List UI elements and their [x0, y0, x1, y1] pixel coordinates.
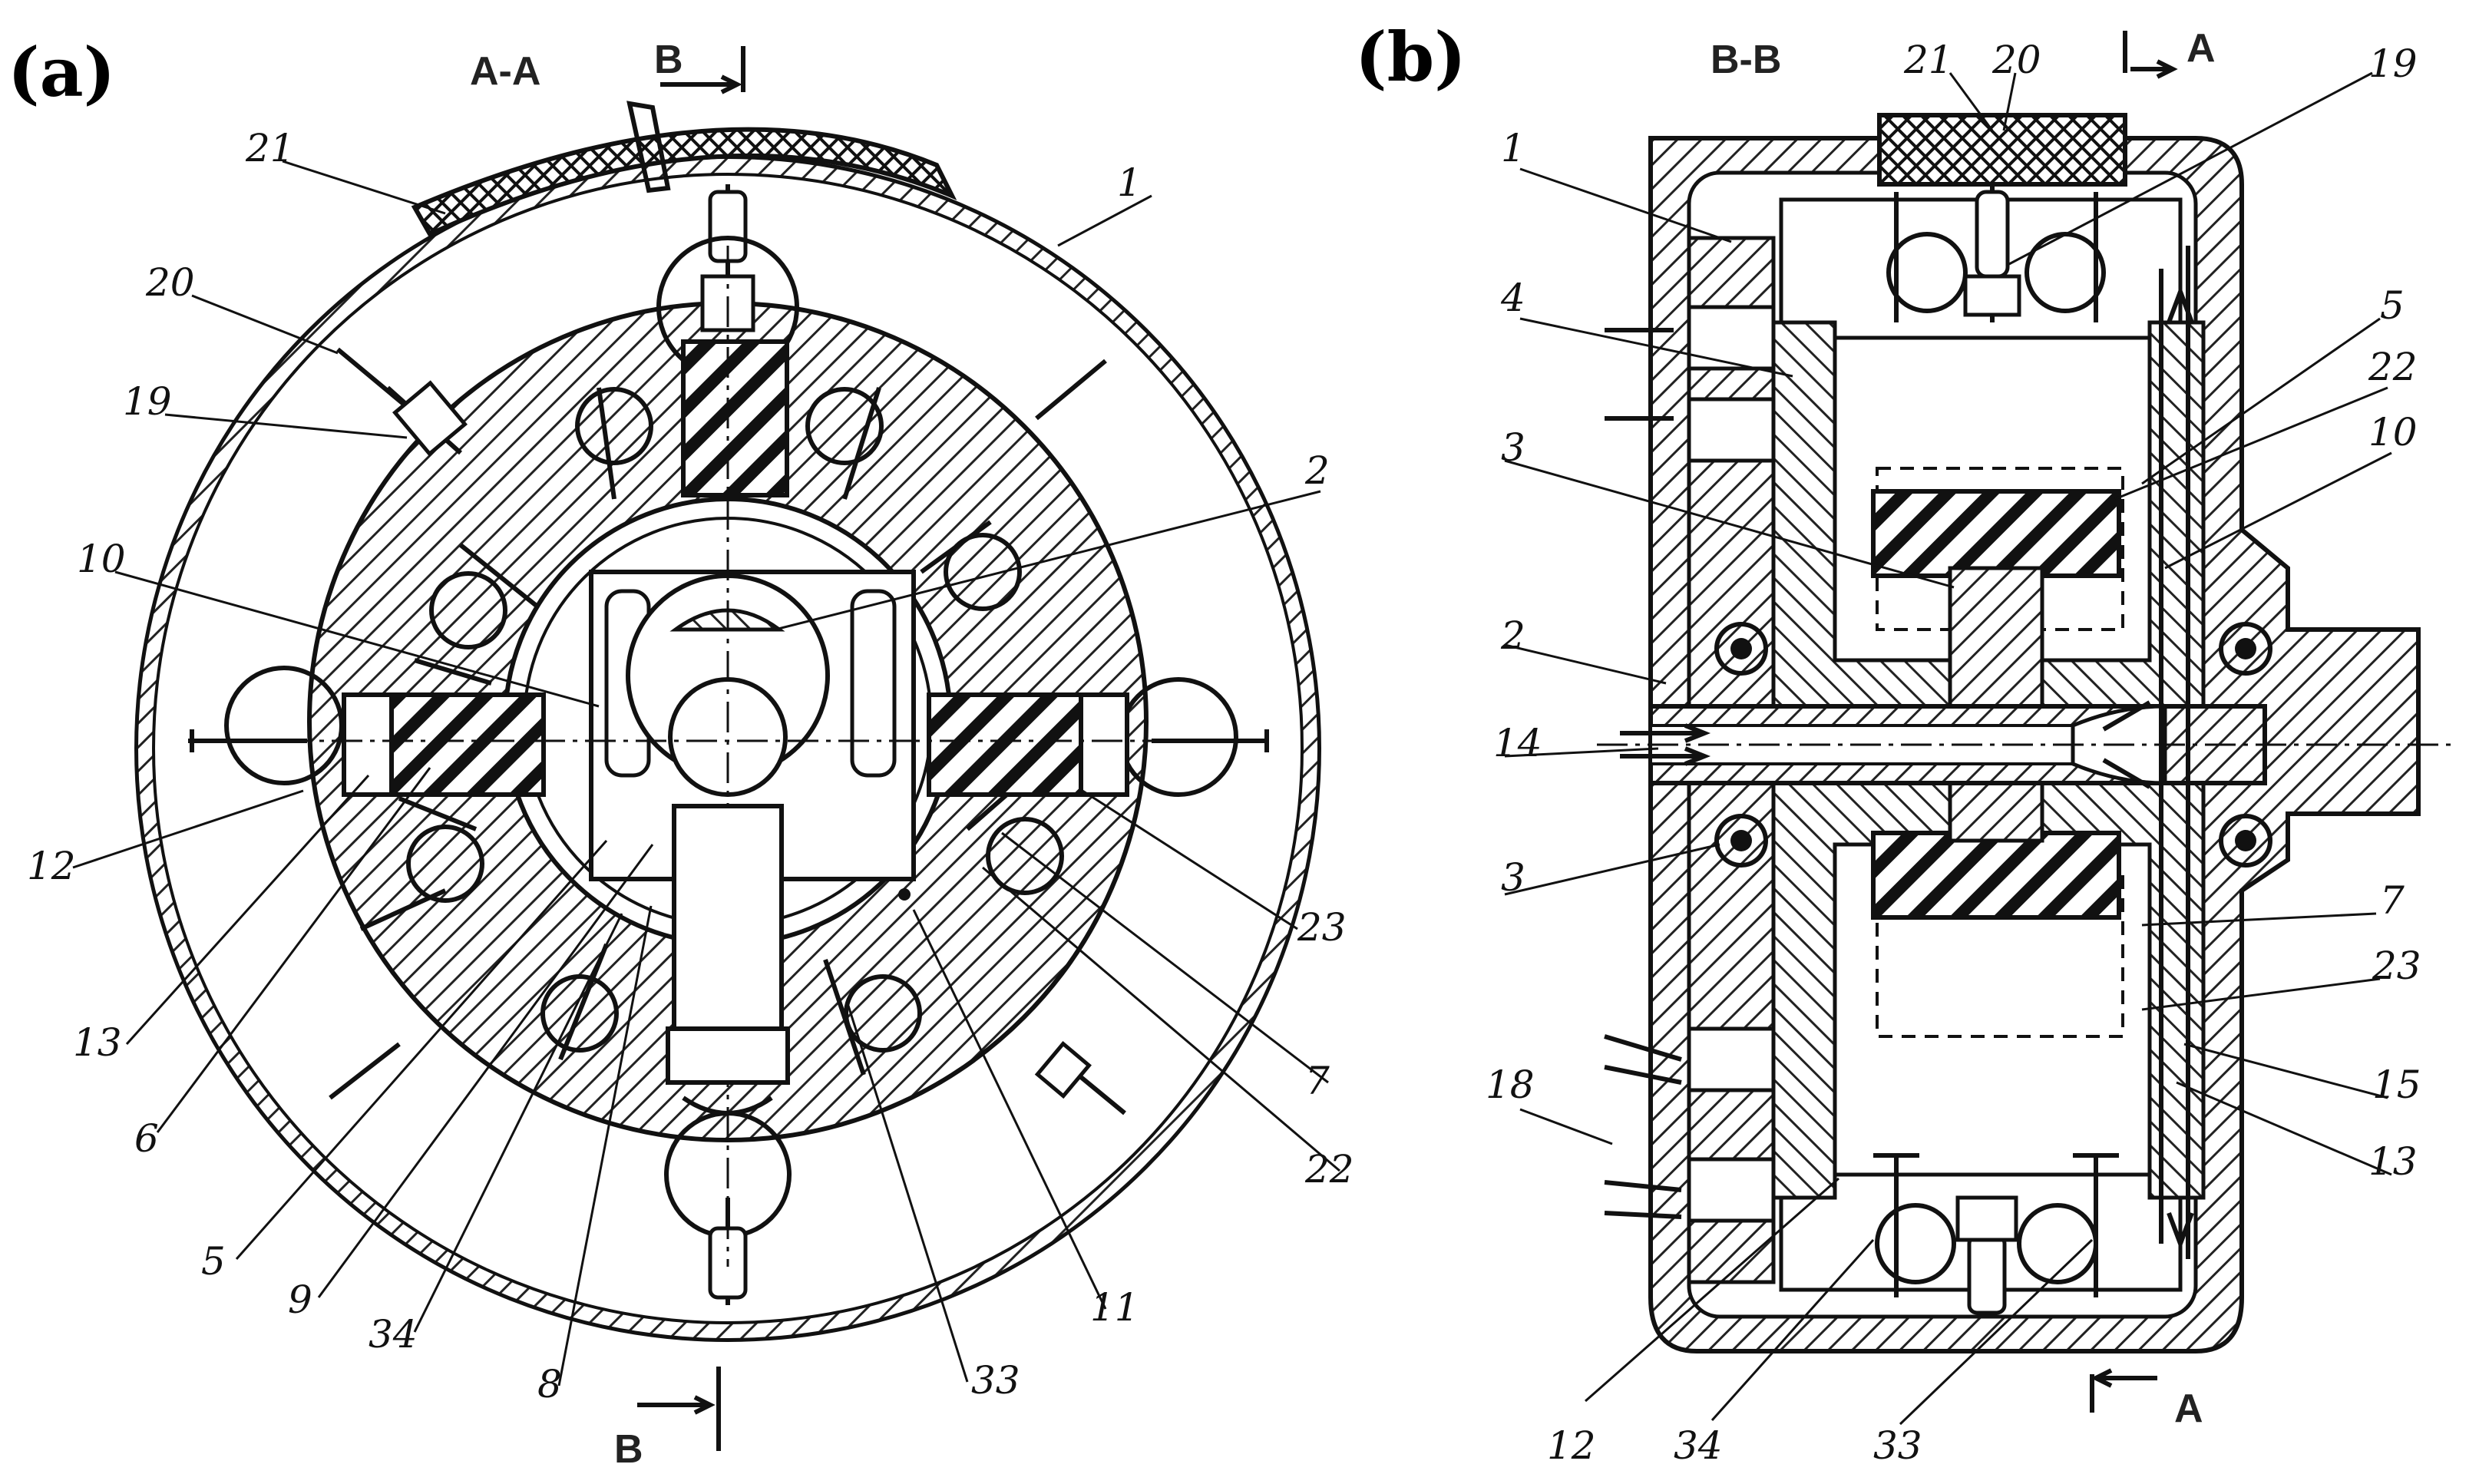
top-plug-b	[1886, 184, 2106, 322]
port-left-low	[1687, 1026, 1776, 1092]
callout-b-20: 20	[1991, 38, 2041, 82]
bottom-plug-b	[1873, 1153, 2119, 1315]
callout-b-15: 15	[2372, 1063, 2421, 1107]
callout-b-34: 34	[1674, 1423, 1723, 1468]
panel-b-label: (b)	[1355, 17, 1466, 97]
ports-ring-a	[406, 387, 1064, 1053]
insulation-pad-21	[411, 127, 957, 237]
callout-a-5: 5	[201, 1239, 226, 1284]
panel-b: (b) B-B A A	[1355, 17, 2457, 1468]
callout-a-19: 19	[123, 379, 172, 424]
callout-a-21: 21	[245, 126, 295, 170]
flow-arrows	[2167, 285, 2194, 1251]
callout-a-10: 10	[77, 537, 126, 581]
callouts-b: 1 4 3 2 14 3 18 12 34 33 13 15 23 7 10 2…	[1486, 38, 2421, 1468]
callout-b-13: 13	[2368, 1139, 2418, 1184]
cut-line-top-a	[660, 46, 745, 94]
bearings-b	[1714, 622, 2272, 868]
callout-a-11: 11	[1090, 1285, 1139, 1330]
callout-a-6: 6	[134, 1116, 159, 1161]
callout-b-19: 19	[2368, 41, 2418, 86]
cut-line-bottom-a	[637, 1367, 721, 1451]
callouts-a: 21 20 19 10 12 13 6 5 9 34 8 33 11 22 7 …	[27, 126, 1354, 1406]
panel-b-section-title: B-B	[1711, 38, 1781, 82]
callout-b-33: 33	[1873, 1423, 1922, 1468]
callout-b-4: 4	[1500, 276, 1525, 320]
callout-b-10: 10	[2368, 410, 2418, 454]
cut-line-bottom-b	[2090, 1368, 2157, 1413]
valve-stems-a	[359, 387, 1030, 1076]
callout-a-34: 34	[369, 1312, 418, 1357]
callout-b-23: 23	[2372, 944, 2421, 988]
callout-b-7: 7	[2380, 878, 2405, 923]
outflow-arrows-4	[1605, 328, 1674, 421]
callout-b-14: 14	[1493, 721, 1542, 765]
port-left-upper	[1687, 305, 1776, 371]
panel-b-cut-marker-top: A	[2186, 26, 2216, 71]
callout-b-3-lower: 3	[1501, 855, 1525, 900]
port-left-bottom	[1687, 1157, 1776, 1223]
callout-a-20: 20	[145, 260, 195, 305]
callout-a-8: 8	[537, 1362, 562, 1406]
pad-clip	[626, 101, 671, 193]
callout-a-22: 22	[1304, 1147, 1354, 1191]
insulation-pad-21-b	[1877, 113, 2127, 187]
callout-b-5: 5	[2380, 283, 2405, 328]
callout-b-1: 1	[1501, 126, 1525, 170]
leaders-a	[72, 160, 1340, 1386]
panel-a: (a) A-A B B	[8, 32, 1354, 1472]
callout-b-18: 18	[1486, 1063, 1535, 1107]
inflow-arrows-18	[1604, 1034, 1682, 1219]
callout-a-1: 1	[1117, 160, 1142, 205]
pistons-a	[342, 339, 1129, 797]
callout-a-9: 9	[288, 1277, 312, 1322]
port-left-mid	[1687, 397, 1776, 463]
callout-a-13: 13	[73, 1020, 122, 1065]
panel-a-label: (a)	[8, 32, 115, 112]
crank-frame-a	[230, 246, 1244, 1267]
flow-channel-15	[2159, 246, 2190, 1259]
callout-b-22: 22	[2368, 345, 2418, 389]
leaders-b	[1504, 71, 2392, 1426]
callout-b-2: 2	[1500, 613, 1525, 658]
panel-a-cut-marker-top: B	[654, 38, 683, 82]
callout-a-7: 7	[1305, 1059, 1330, 1103]
callout-a-33: 33	[971, 1358, 1020, 1403]
callout-b-21: 21	[1903, 38, 1953, 82]
callout-b-3: 3	[1501, 425, 1525, 470]
callout-a-12: 12	[27, 844, 76, 888]
port-dot	[898, 888, 911, 901]
callout-b-12: 12	[1547, 1423, 1596, 1468]
callout-a-23: 23	[1297, 905, 1347, 950]
cut-line-top-b	[2123, 31, 2178, 79]
panel-b-cut-marker-bottom: A	[2174, 1386, 2203, 1431]
panel-a-cut-marker-bottom: B	[614, 1427, 643, 1472]
callout-a-2: 2	[1304, 448, 1330, 493]
panel-a-section-title: A-A	[470, 49, 540, 94]
